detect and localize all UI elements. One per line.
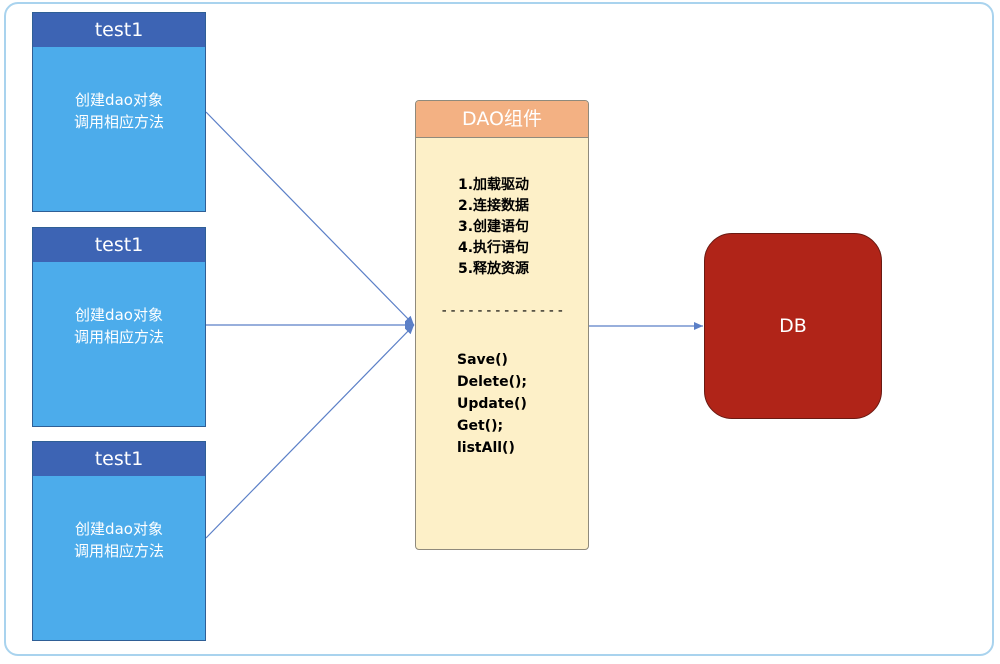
- dao-step: 4.执行语句: [458, 240, 530, 256]
- dao-method: Delete();: [457, 374, 527, 390]
- dao-method: Save(): [457, 352, 508, 368]
- connector-test3-to-dao: [205, 324, 415, 539]
- database-label: DB: [779, 315, 807, 337]
- diagram-frame: [4, 2, 994, 656]
- dao-steps: 1.加载驱动 2.连接数据 3.创建语句 4.执行语句 5.释放资源: [458, 175, 529, 280]
- test-box-line: 调用相应方法: [73, 113, 164, 131]
- test-box-line: 创建dao对象: [75, 520, 163, 538]
- database-node: DB: [704, 233, 882, 419]
- test-box-2: test1 创建dao对象 调用相应方法: [32, 227, 206, 427]
- test-box-line: 调用相应方法: [73, 328, 164, 346]
- dao-step: 3.创建语句: [458, 219, 530, 235]
- dao-component: DAO组件 1.加载驱动 2.连接数据 3.创建语句 4.执行语句 5.释放资源…: [415, 100, 589, 550]
- test-box-line: 创建dao对象: [75, 306, 163, 324]
- test-box-line: 创建dao对象: [75, 91, 163, 109]
- test-box-1: test1 创建dao对象 调用相应方法: [32, 12, 206, 212]
- test-box-body: 创建dao对象 调用相应方法: [33, 47, 205, 211]
- test-box-title: test1: [33, 13, 205, 47]
- dao-step: 5.释放资源: [458, 261, 530, 277]
- dao-method: Get();: [457, 418, 504, 434]
- test-box-line: 调用相应方法: [73, 542, 164, 560]
- dao-step: 1.加载驱动: [458, 177, 530, 193]
- test-box-title: test1: [33, 442, 205, 476]
- dao-methods: Save() Delete(); Update() Get(); listAll…: [457, 349, 527, 459]
- test-box-body: 创建dao对象 调用相应方法: [33, 262, 205, 426]
- connector-test1-to-dao: [205, 111, 415, 326]
- dao-separator: --------------: [440, 303, 566, 319]
- test-box-body: 创建dao对象 调用相应方法: [33, 476, 205, 640]
- dao-method: Update(): [457, 396, 527, 412]
- dao-method: listAll(): [457, 440, 515, 456]
- test-box-3: test1 创建dao对象 调用相应方法: [32, 441, 206, 641]
- test-box-title: test1: [33, 228, 205, 262]
- dao-step: 2.连接数据: [458, 198, 530, 214]
- dao-title: DAO组件: [416, 101, 588, 138]
